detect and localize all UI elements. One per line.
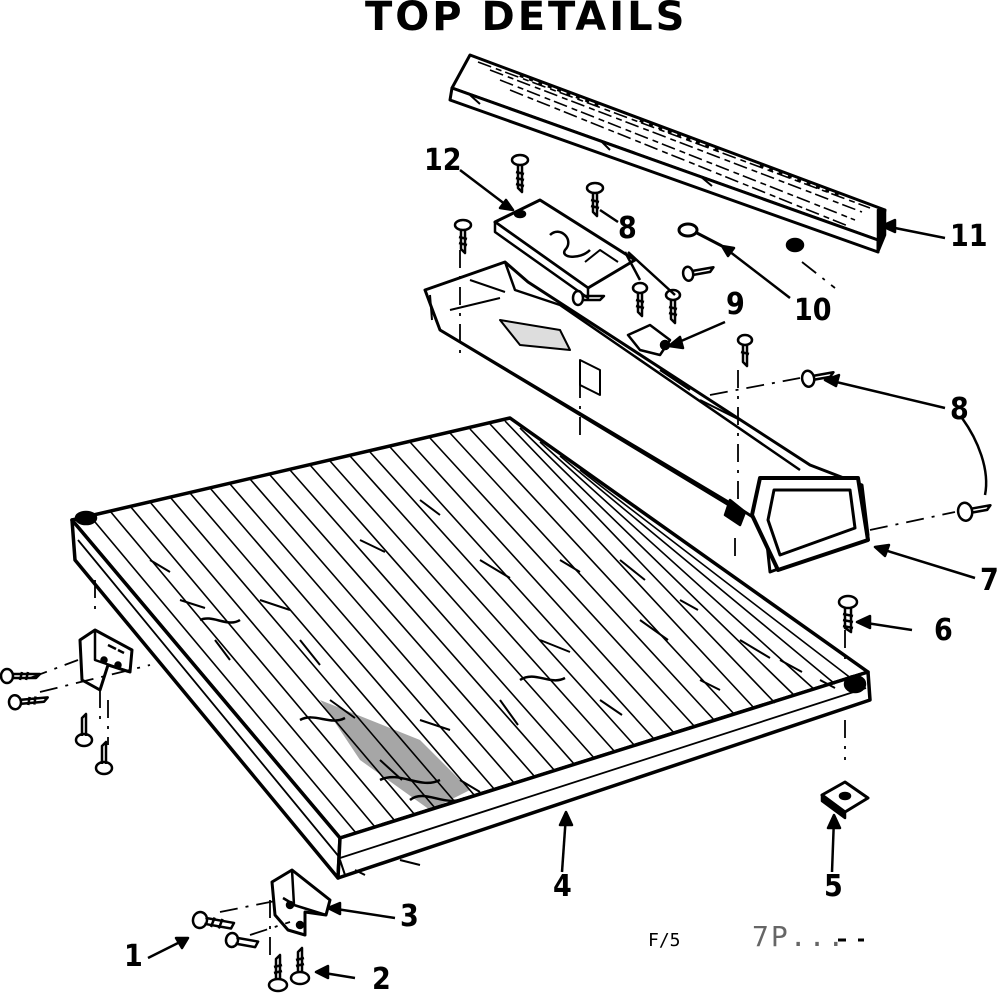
screw-icon [225,932,259,951]
figure-reference: F/5 [648,930,681,951]
screws-bottom [192,911,309,991]
screw-icon [573,291,604,305]
diagram-title: TOP DETAILS [365,0,688,40]
screw-icon [192,911,235,934]
callout-7: 7 [980,563,999,598]
screw-icon [96,742,112,774]
callout-8-upper: 8 [618,211,637,246]
screws [455,155,992,632]
callout-5: 5 [824,869,843,904]
part-5-mounting-clip [822,782,868,818]
screw-icon [957,498,993,521]
callout-9: 9 [726,287,745,322]
screw-icon [455,220,471,253]
callout-8-right: 8 [950,392,969,427]
screw-icon [512,155,528,192]
panel-slats [90,421,852,833]
screw-icon [8,692,48,709]
figure-code: 7P... [752,920,847,953]
leader-lines [148,170,986,978]
callout-10: 10 [794,293,832,328]
part-3-hinge-bracket [272,870,330,935]
screw-icon [839,596,857,632]
callout-11: 11 [950,219,988,254]
callout-2: 2 [372,962,391,997]
callout-1: 1 [124,939,143,974]
part-11-top-cover [450,55,885,252]
screw-icon [738,335,752,366]
part-7-frame-rail [425,262,868,572]
screw-icon [1,669,40,683]
callout-3: 3 [400,899,419,934]
alignment-lines [30,250,955,960]
screw-icon [587,183,603,216]
screws-left [1,669,112,774]
callout-12: 12 [424,143,462,178]
hinge-bracket-left [80,630,132,690]
screw-icon [291,948,309,984]
part-10-pin [679,224,722,246]
screw-icon [666,290,680,323]
callout-4: 4 [553,869,572,904]
screw-icon [801,366,835,387]
screw-icon [633,283,647,316]
screw-icon [682,262,715,281]
wood-grain-texture [150,500,835,801]
part-4-top-panel [72,418,870,878]
screw-icon [76,714,92,746]
screw-icon [269,955,287,991]
callout-6: 6 [934,613,953,648]
